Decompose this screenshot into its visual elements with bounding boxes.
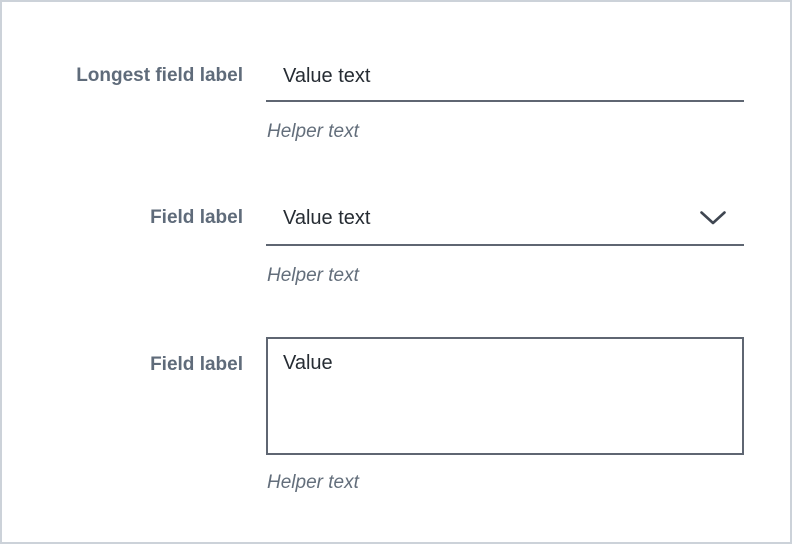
textarea-helper: Helper text bbox=[267, 472, 359, 493]
text-input[interactable] bbox=[266, 62, 744, 102]
select-label: Field label bbox=[150, 207, 243, 228]
select-helper: Helper text bbox=[267, 265, 359, 286]
text-input-label: Longest field label bbox=[76, 65, 243, 86]
field-row-textarea: Field label Value Helper text bbox=[2, 337, 790, 497]
select-field[interactable]: Value text bbox=[266, 204, 744, 246]
select-control: Value text Helper text bbox=[266, 204, 744, 290]
field-row-select: Field label Value text Helper text bbox=[2, 204, 790, 290]
textarea-input[interactable]: Value bbox=[266, 337, 744, 455]
text-input-control: Helper text bbox=[266, 62, 744, 146]
textarea-control: Value Helper text bbox=[266, 337, 744, 497]
field-row-text-input: Longest field label Helper text bbox=[2, 62, 790, 146]
text-input-helper: Helper text bbox=[267, 121, 359, 142]
select-value: Value text bbox=[283, 207, 371, 229]
chevron-down-icon bbox=[700, 211, 726, 225]
textarea-label: Field label bbox=[150, 354, 243, 375]
